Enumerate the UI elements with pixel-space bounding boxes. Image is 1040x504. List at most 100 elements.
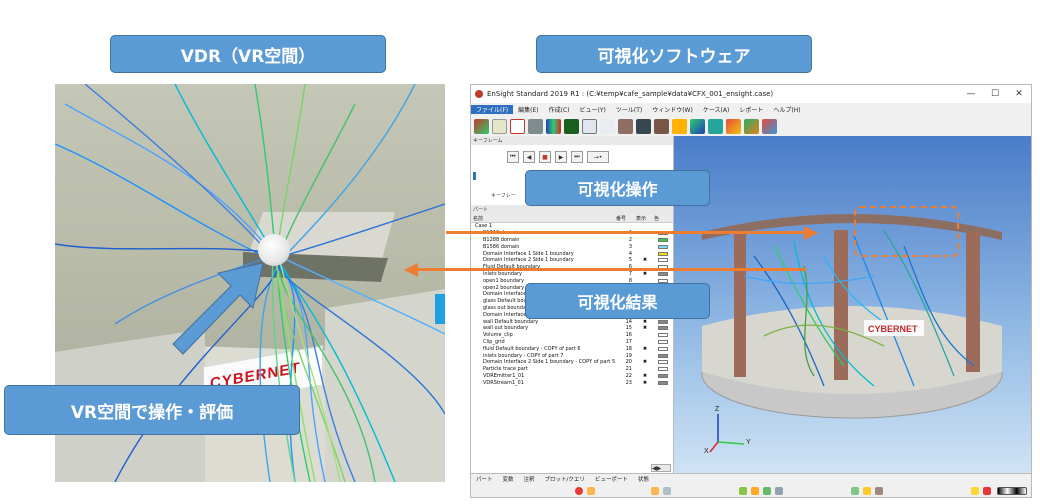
menu-file[interactable]: ファイル(F) <box>471 105 514 114</box>
loop-mode-dropdown[interactable]: →• <box>587 151 609 163</box>
info-icon[interactable] <box>971 487 979 495</box>
query-tool-icon[interactable] <box>528 118 543 134</box>
part-color-swatch[interactable] <box>658 367 668 372</box>
view-reset-icon[interactable] <box>851 487 859 495</box>
book-tool-icon[interactable] <box>618 118 633 134</box>
flipbook-tool-icon[interactable] <box>636 118 651 134</box>
contour-tool-icon[interactable] <box>726 118 741 134</box>
part-visibility-toggle[interactable]: ✖ <box>642 318 648 325</box>
tools-icon[interactable] <box>775 487 783 495</box>
part-visibility-toggle[interactable]: ✖ <box>642 359 648 366</box>
tab-state[interactable]: 状態 <box>637 477 649 483</box>
part-visibility-toggle[interactable]: ✖ <box>642 372 648 379</box>
menu-report[interactable]: レポート <box>739 107 764 114</box>
part-color-swatch[interactable] <box>658 333 668 338</box>
translate-icon[interactable] <box>751 487 759 495</box>
color-palette-icon[interactable] <box>997 487 1027 495</box>
vr-controller-sphere[interactable] <box>258 234 290 266</box>
part-visibility-toggle[interactable]: ✖ <box>642 379 648 386</box>
part-color-swatch[interactable] <box>658 251 668 256</box>
zoom-icon[interactable] <box>739 487 747 495</box>
first-frame-button[interactable]: ⏮ <box>507 151 519 163</box>
part-color-swatch[interactable] <box>658 244 668 249</box>
plot-tool-icon[interactable] <box>510 118 525 134</box>
select-icon[interactable] <box>587 487 595 495</box>
part-color-swatch[interactable] <box>658 373 668 378</box>
menu-case[interactable]: ケース(A) <box>702 107 730 114</box>
palette-tool-icon[interactable] <box>546 118 561 134</box>
vector-tool-icon[interactable] <box>744 118 759 134</box>
menu-view[interactable]: ビュー(Y) <box>579 107 606 114</box>
ruler-icon[interactable] <box>875 487 883 495</box>
menu-create[interactable]: 作成(C) <box>548 107 570 114</box>
table-tool-icon[interactable] <box>492 118 507 134</box>
menu-window[interactable]: ウィンドウ(W) <box>652 107 693 114</box>
part-color-swatch[interactable] <box>658 353 668 358</box>
part-visibility-toggle[interactable]: ✖ <box>642 325 648 332</box>
text-tool-icon[interactable] <box>582 118 597 134</box>
rotate-icon[interactable] <box>663 487 671 495</box>
close-button[interactable]: ✕ <box>1015 89 1023 99</box>
play-button[interactable]: ▶ <box>555 151 567 163</box>
tab-parts[interactable]: パート <box>476 477 493 483</box>
particle-trace-tool-icon[interactable] <box>762 118 777 134</box>
keyframe-slider[interactable] <box>473 172 476 180</box>
fit-icon[interactable] <box>763 487 771 495</box>
minimize-button[interactable]: — <box>966 89 976 99</box>
part-color-swatch[interactable] <box>658 258 668 263</box>
camera-tool-icon[interactable] <box>672 118 687 134</box>
part-visibility-toggle[interactable]: ✖ <box>642 270 648 277</box>
part-color-swatch[interactable] <box>658 346 668 351</box>
stop-sign-icon[interactable] <box>983 487 991 495</box>
col-name[interactable]: 名前 <box>473 215 484 222</box>
keyframe-tool-icon[interactable] <box>654 118 669 134</box>
col-number[interactable]: 番号 <box>616 215 627 222</box>
arrow-tool-icon[interactable] <box>600 118 615 134</box>
part-visibility-toggle[interactable]: ✖ <box>642 257 648 264</box>
part-color-swatch[interactable] <box>658 278 668 283</box>
part-color-swatch[interactable] <box>658 319 668 324</box>
parts-tool-icon[interactable] <box>474 118 489 134</box>
menu-help[interactable]: ヘルプ(H) <box>773 107 801 114</box>
tab-variables[interactable]: 変数 <box>502 477 514 483</box>
legend-tool-icon[interactable] <box>564 118 579 134</box>
parts-scroll-arrows[interactable]: ◀▶ <box>651 464 671 472</box>
col-visible[interactable]: 表示 <box>636 215 647 222</box>
last-frame-button[interactable]: ⏭ <box>571 151 583 163</box>
menu-tools[interactable]: ツール(T) <box>615 107 643 114</box>
tab-viewport[interactable]: ビューポート <box>594 477 628 483</box>
case-row[interactable]: Case 1 <box>471 223 673 230</box>
light-icon[interactable] <box>863 487 871 495</box>
record-icon[interactable] <box>575 487 583 495</box>
part-color-swatch[interactable] <box>658 360 668 365</box>
pick-icon[interactable] <box>651 487 659 495</box>
stop-button[interactable]: ■ <box>539 151 551 163</box>
graphics-viewport[interactable]: CYBERNET Z Y X <box>674 136 1031 473</box>
part-color-swatch[interactable] <box>658 380 668 385</box>
part-row[interactable]: Domain Interface 2 Side 1 boundary - COP… <box>471 359 673 366</box>
part-color-swatch[interactable] <box>658 339 668 344</box>
menu-edit[interactable]: 編集(E) <box>518 107 539 114</box>
col-color[interactable]: 色 <box>654 215 660 222</box>
maximize-button[interactable]: ☐ <box>990 89 1000 99</box>
part-color-swatch[interactable] <box>658 271 668 276</box>
part-color-swatch[interactable] <box>658 237 668 242</box>
part-visibility-toggle[interactable]: ✖ <box>642 345 648 352</box>
part-color-swatch[interactable] <box>658 326 668 331</box>
prev-frame-button[interactable]: ◀ <box>523 151 535 163</box>
